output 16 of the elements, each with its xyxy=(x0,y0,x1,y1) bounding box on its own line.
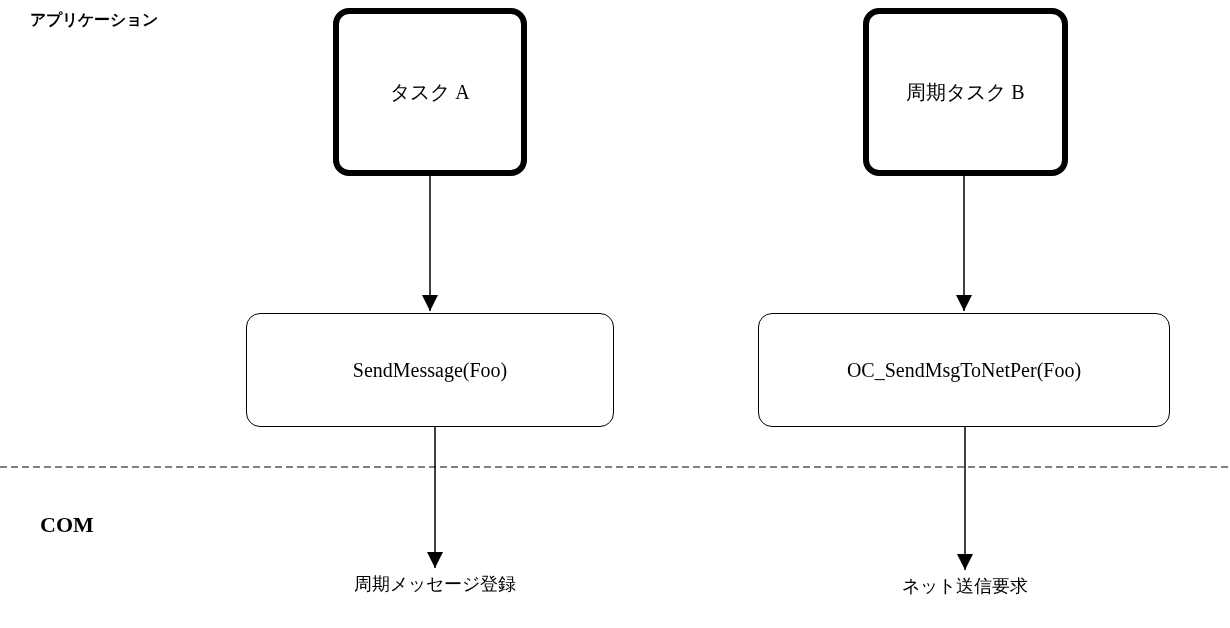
box-label: 周期タスク B xyxy=(906,79,1025,105)
task-box xyxy=(333,8,527,176)
box-label: OC_SendMsgToNetPer(Foo) xyxy=(846,358,1082,382)
arrow xyxy=(422,175,438,312)
arrow xyxy=(957,426,973,571)
result-text: 周期メッセージ登録 xyxy=(354,572,516,596)
layer-label: アプリケーション xyxy=(30,10,158,31)
function-box xyxy=(246,313,614,427)
arrow xyxy=(956,175,972,312)
function-box xyxy=(758,313,1170,427)
layer-label: COM xyxy=(40,512,94,538)
task-box xyxy=(863,8,1068,176)
result-text: ネット送信要求 xyxy=(902,574,1028,598)
arrow xyxy=(427,426,443,569)
box-label: SendMessage(Foo) xyxy=(352,358,508,382)
box-label: タスク A xyxy=(390,79,470,105)
